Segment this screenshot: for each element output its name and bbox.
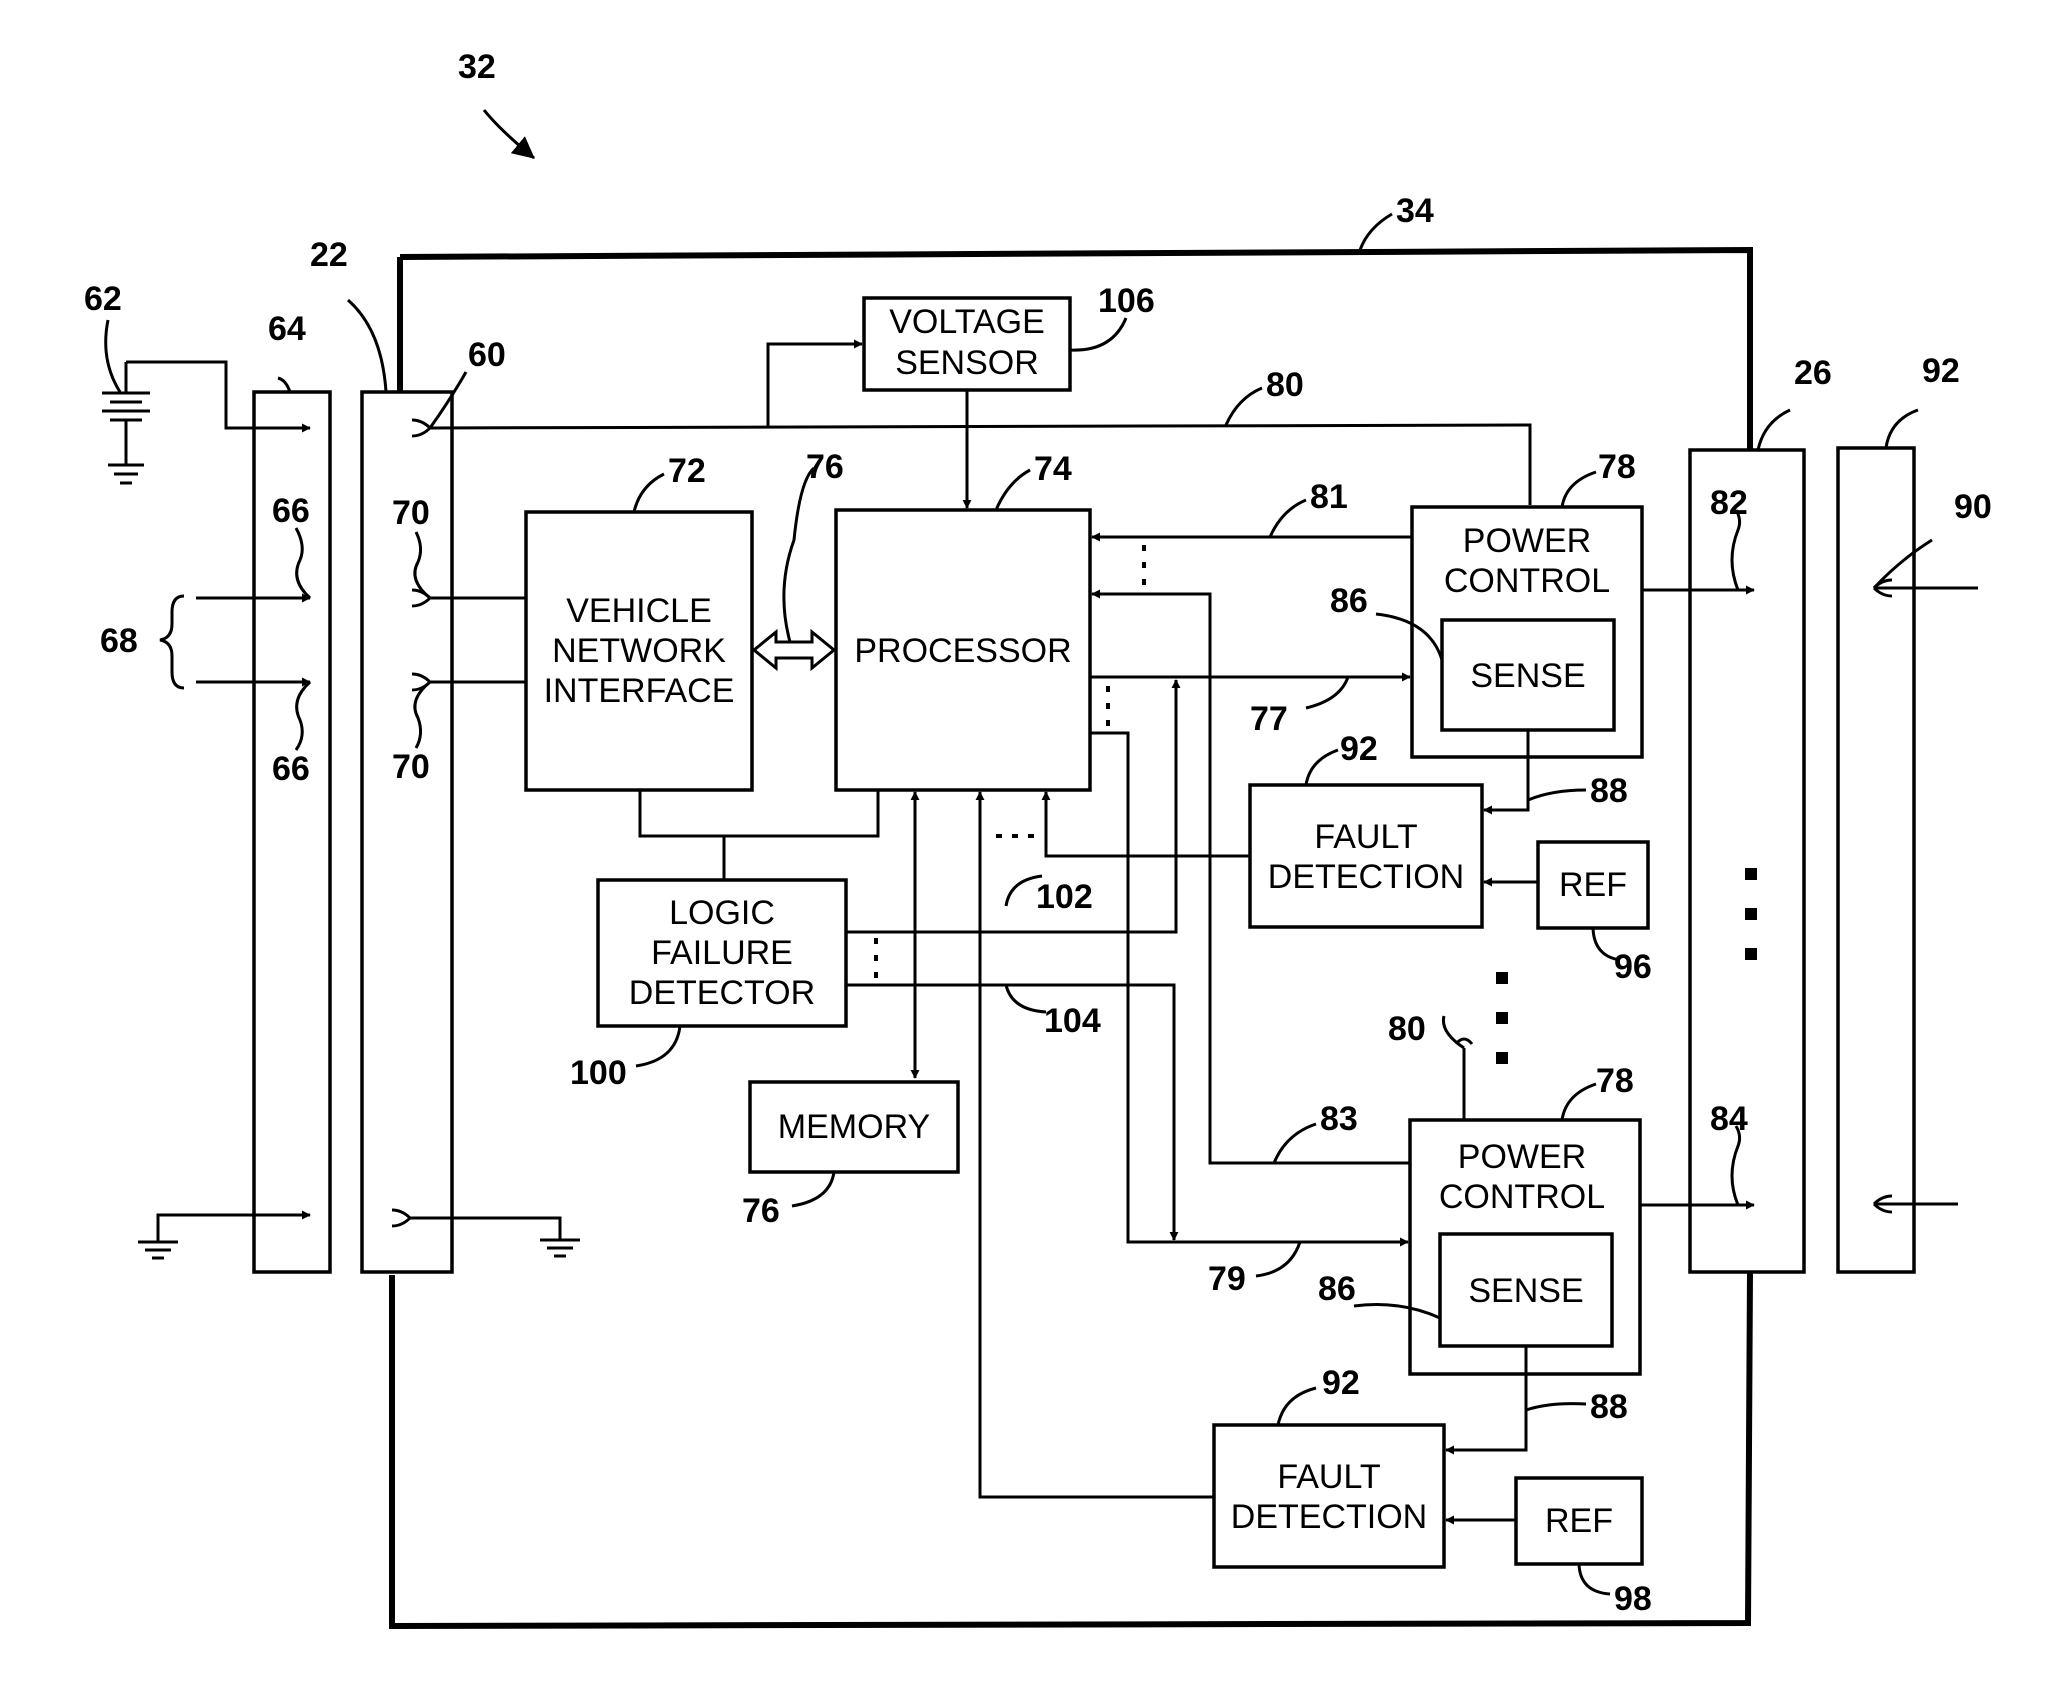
label-96: 96 [1614, 948, 1652, 986]
line-102 [846, 679, 1181, 934]
ref-2-label: REF [1545, 1502, 1613, 1540]
processor-vni-bus [638, 790, 880, 880]
label-98: 98 [1614, 1580, 1652, 1618]
label-81: 81 [1310, 478, 1348, 516]
fault-2-to-processor [975, 791, 1214, 1499]
label-64: 64 [268, 310, 306, 348]
processor-label: PROCESSOR [854, 632, 1071, 670]
fault-detection-2-label-1: FAULT [1277, 1458, 1380, 1496]
vni-label-3: INTERFACE [544, 672, 735, 710]
label-104: 104 [1044, 1002, 1101, 1040]
module-connector-right [1688, 448, 1806, 1274]
fault-detection-1-label-1: FAULT [1314, 818, 1417, 856]
module-connector-left [360, 390, 454, 1274]
label-102: 102 [1036, 878, 1093, 916]
label-106: 106 [1098, 282, 1155, 320]
harness-connector-left [252, 390, 332, 1274]
label-82: 82 [1710, 484, 1748, 522]
label-72: 72 [668, 452, 706, 490]
label-77: 77 [1250, 700, 1288, 738]
power-control-2-label-2: CONTROL [1439, 1178, 1605, 1216]
power-control-1-label-2: CONTROL [1444, 562, 1610, 600]
label-68: 68 [100, 622, 138, 660]
pin-60 [411, 418, 432, 438]
signal-83 [1091, 589, 1410, 1165]
label-86-bottom: 86 [1318, 1270, 1356, 1308]
label-78-bottom: 78 [1596, 1062, 1634, 1100]
ground-icon-left [138, 1210, 311, 1260]
pin-right-bottom [1872, 1194, 1958, 1214]
label-60: 60 [468, 336, 506, 374]
fault-detection-block-2 [1212, 1423, 1446, 1569]
label-22: 22 [310, 236, 348, 274]
vni-label-1: VEHICLE [566, 592, 712, 630]
label-80-bottom: 80 [1388, 1010, 1426, 1048]
lfd-label-1: LOGIC [669, 894, 775, 932]
lfd-label-3: DETECTOR [629, 974, 815, 1012]
label-92-bottom: 92 [1322, 1364, 1360, 1402]
label-34: 34 [1396, 192, 1434, 230]
sense-block-2 [1438, 1232, 1614, 1348]
label-83: 83 [1320, 1100, 1358, 1138]
label-76-bus: 76 [806, 448, 844, 486]
ref-1-label: REF [1559, 866, 1627, 904]
label-92-top: 92 [1340, 730, 1378, 768]
memory-label: MEMORY [778, 1108, 930, 1146]
leader-lines [104, 212, 1933, 1596]
voltage-sensor-label-2: SENSOR [895, 344, 1039, 382]
label-92-right: 92 [1922, 352, 1960, 390]
label-66-bottom: 66 [272, 750, 310, 788]
label-88-top: 88 [1590, 772, 1628, 810]
sense-2-label: SENSE [1468, 1272, 1583, 1310]
ground-icon-module [391, 1208, 580, 1258]
label-62: 62 [84, 280, 122, 318]
voltage-sense-line [766, 339, 863, 427]
power-control-1-label-1: POWER [1463, 522, 1591, 560]
power-control-2-label-1: POWER [1458, 1138, 1586, 1176]
label-26: 26 [1794, 354, 1832, 392]
system-pointer [482, 109, 535, 160]
label-86-top: 86 [1330, 582, 1368, 620]
label-74: 74 [1034, 450, 1072, 488]
battery-icon [102, 360, 311, 485]
inputs-brace [159, 594, 185, 690]
harness-connector-right [1836, 446, 1916, 1274]
sense-out-1 [1483, 730, 1530, 815]
label-88-bottom: 88 [1590, 1388, 1628, 1426]
fault-detection-1-label-2: DETECTION [1268, 858, 1464, 896]
power-line-2 [1454, 1037, 1474, 1120]
label-90: 90 [1954, 488, 1992, 526]
voltage-sensor-block [862, 296, 1072, 392]
label-79: 79 [1208, 1260, 1246, 1298]
processor-block [834, 508, 1092, 792]
sense-1-label: SENSE [1470, 657, 1585, 695]
fault-detection-2-label-2: DETECTION [1231, 1498, 1427, 1536]
vehicle-network-interface-block [524, 510, 754, 792]
fault-detection-block-1 [1248, 783, 1484, 929]
lfd-label-2: FAILURE [651, 934, 793, 972]
vni-label-2: NETWORK [552, 632, 726, 670]
line-104 [846, 983, 1179, 1241]
power-line [429, 423, 1532, 505]
bus-arrow [751, 628, 837, 672]
voltage-sensor-label-1: VOLTAGE [889, 303, 1045, 341]
label-78-top: 78 [1598, 448, 1636, 486]
ellipsis-dots [874, 545, 1757, 1064]
signal-79 [1090, 731, 1409, 1247]
fault-1-to-processor [1041, 791, 1250, 858]
label-76-memory: 76 [742, 1192, 780, 1230]
sense-out-2 [1445, 1346, 1528, 1455]
label-66-top: 66 [272, 492, 310, 530]
memory-block [748, 1080, 960, 1174]
label-32: 32 [458, 48, 496, 86]
logic-failure-detector-block [596, 878, 848, 1028]
label-70-top: 70 [392, 494, 430, 532]
label-70-bottom: 70 [392, 748, 430, 786]
module-outline [389, 246, 1753, 1630]
label-80-top: 80 [1266, 366, 1304, 404]
label-84: 84 [1710, 1100, 1748, 1138]
label-100: 100 [570, 1054, 627, 1092]
